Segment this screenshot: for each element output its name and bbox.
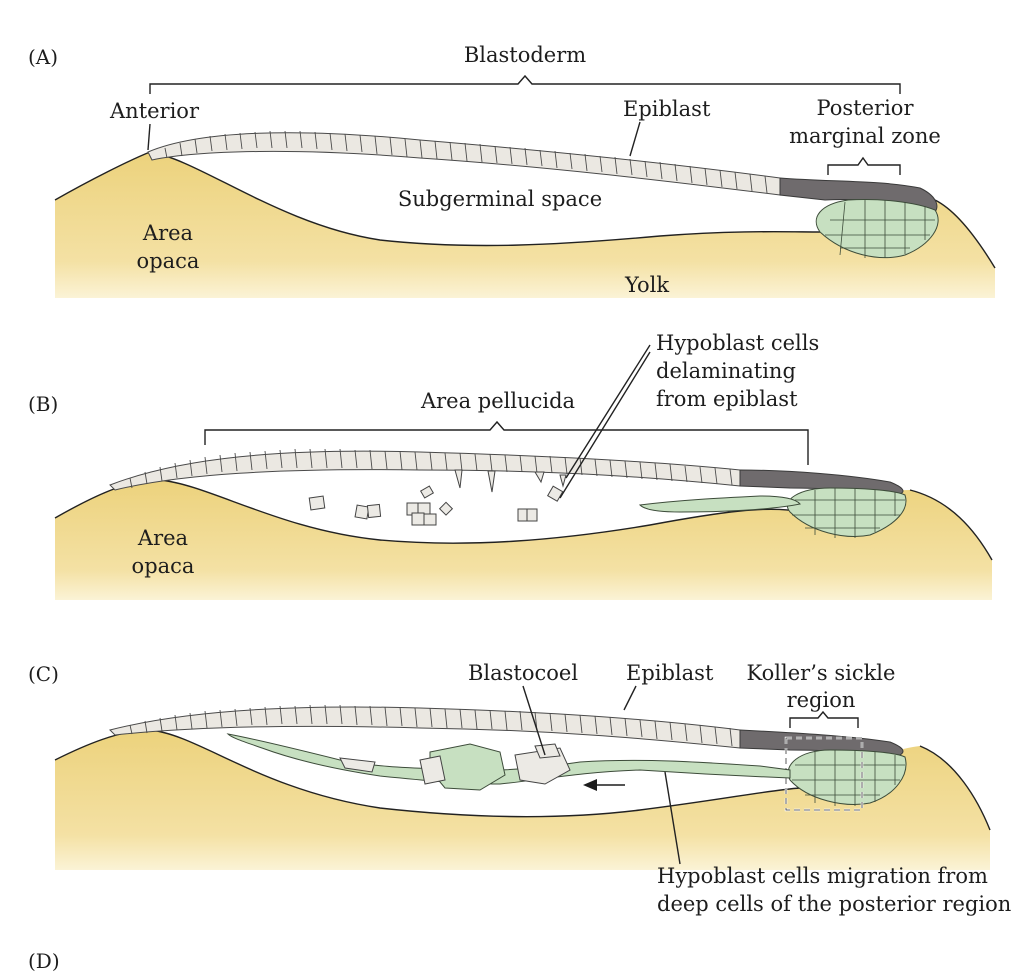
panel-b-pellucida-label: Area pellucida: [420, 389, 575, 413]
panel-c-migration-label-2: deep cells of the posterior region: [657, 892, 1011, 916]
panel-a-subgerminal-label: Subgerminal space: [398, 187, 602, 211]
panel-b-delaminating-cells: [455, 470, 566, 492]
panel-a: (A): [28, 43, 995, 298]
panel-a-yolk-label: Yolk: [624, 273, 669, 297]
panel-b-area-label-1: Area: [137, 526, 188, 550]
panel-b-tag: (B): [28, 392, 58, 416]
panel-c: (C): [28, 661, 1011, 916]
panel-a-epiblast-label: Epiblast: [623, 97, 711, 121]
panel-c-epiblast: [110, 707, 740, 748]
panel-c-koller-label-2: region: [787, 688, 856, 712]
panel-d-tag: (D): [28, 949, 60, 972]
panel-c-tag: (C): [28, 662, 59, 686]
panel-c-blastocoel-label: Blastocoel: [468, 661, 578, 685]
panel-a-blastoderm-bracket: [150, 76, 900, 94]
panel-c-epiblast-leader: [624, 686, 636, 710]
panel-a-blastoderm-label: Blastoderm: [464, 43, 586, 67]
panel-a-area-label-1: Area: [142, 221, 193, 245]
panel-b-hypoblast-label-1: Hypoblast cells: [656, 331, 819, 355]
panel-a-tag: (A): [28, 45, 58, 69]
panel-b-area-label-2: opaca: [132, 554, 195, 578]
panel-c-koller-label-1: Koller’s sickle: [747, 661, 896, 685]
panel-c-epiblast-label: Epiblast: [626, 661, 714, 685]
panel-b-epiblast: [110, 451, 740, 490]
panel-a-posterior-label-1: Posterior: [816, 96, 914, 120]
panel-b-scattered-cells: [309, 486, 562, 525]
panel-c-koller-bracket: [790, 712, 858, 728]
panel-b: (B): [28, 331, 992, 600]
panel-b-hypoblast-label-3: from epiblast: [656, 387, 798, 411]
panel-a-epiblast: [148, 133, 780, 195]
panel-d: (D): [28, 949, 60, 972]
panel-c-migration-arrow-head: [583, 779, 597, 791]
panel-a-anterior-leader: [148, 124, 150, 150]
panel-c-migration-label-1: Hypoblast cells migration from: [657, 864, 988, 888]
panel-b-hypoblast-label-2: delaminating: [656, 359, 796, 383]
panel-a-posterior-bracket: [828, 158, 900, 175]
panel-a-posterior-label-2: marginal zone: [789, 124, 941, 148]
panel-a-area-label-2: opaca: [137, 249, 200, 273]
panel-a-anterior-label: Anterior: [109, 99, 200, 123]
panel-a-epiblast-leader: [630, 122, 640, 156]
